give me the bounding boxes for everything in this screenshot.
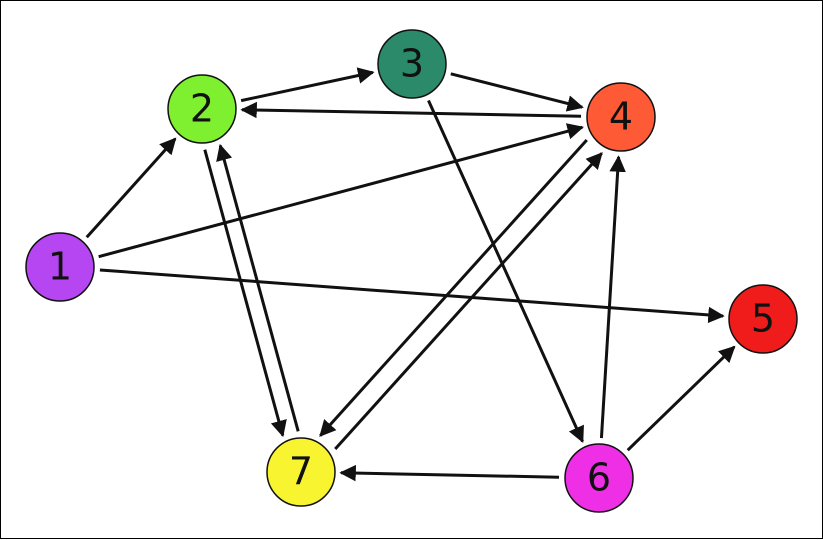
edge-4-to-7 (319, 139, 588, 437)
edge-3-to-4 (450, 72, 584, 112)
node-label: 7 (289, 450, 313, 494)
node-5: 5 (728, 284, 798, 354)
node-6: 6 (564, 443, 634, 513)
edge-4-to-2 (240, 101, 582, 119)
edge-3-to-6 (427, 99, 584, 444)
node-4: 4 (586, 82, 656, 152)
node-label: 6 (587, 456, 611, 500)
edges-layer (85, 67, 736, 482)
node-label: 4 (609, 95, 633, 139)
node-7: 7 (266, 437, 336, 507)
node-label: 1 (48, 245, 72, 289)
node-circle (377, 29, 447, 99)
node-circle (564, 443, 634, 513)
node-label: 3 (400, 42, 424, 86)
node-circle (25, 232, 95, 302)
node-label: 5 (751, 297, 775, 341)
node-circle (266, 437, 336, 507)
edge-2-to-7 (203, 149, 287, 438)
node-circle (728, 284, 798, 354)
nodes-layer: 1 2 3 4 5 6 7 (25, 29, 798, 513)
edge-7-to-2 (216, 143, 300, 432)
edge-1-to-2 (85, 137, 177, 239)
node-3: 3 (377, 29, 447, 99)
edge-1-to-5 (99, 268, 725, 324)
edge-2-to-3 (240, 67, 375, 103)
node-label: 2 (190, 87, 214, 131)
node-1: 1 (25, 232, 95, 302)
edge-1-to-4 (98, 123, 584, 259)
edge-6-to-4 (599, 155, 626, 439)
edge-6-to-5 (626, 345, 736, 452)
node-circle (167, 74, 237, 144)
edge-7-to-4 (334, 152, 603, 450)
edge-6-to-7 (339, 464, 560, 482)
node-circle (586, 82, 656, 152)
node-2: 2 (167, 74, 237, 144)
